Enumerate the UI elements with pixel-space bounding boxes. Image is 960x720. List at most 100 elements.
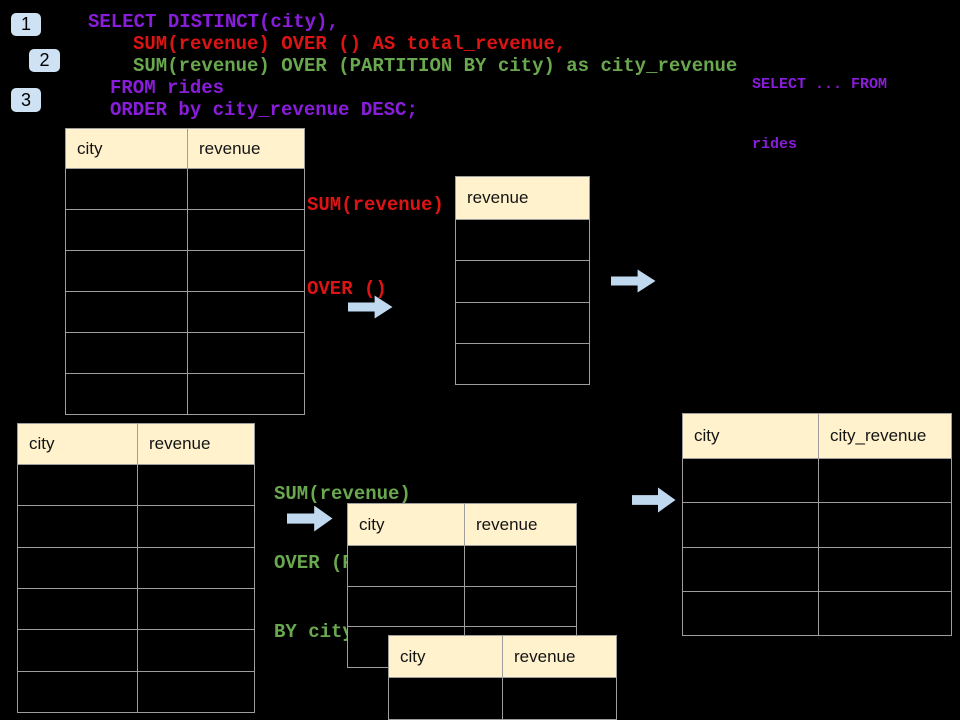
table-row — [348, 546, 576, 586]
table-partition-b-body — [389, 678, 616, 720]
table-cell — [683, 592, 818, 635]
sql-line-from: FROM rides — [110, 77, 225, 99]
table-cell — [66, 333, 187, 373]
annotation-total-line-2: OVER () — [307, 278, 387, 300]
sql-line-select: SELECT DISTINCT(city), — [88, 11, 339, 33]
table-row — [66, 332, 304, 373]
table-row — [18, 587, 254, 630]
table-row — [18, 546, 254, 588]
table-row — [683, 459, 951, 503]
table-city-result-header-row: city city_revenue — [683, 414, 951, 459]
table-source-bottom-header-row: city revenue — [18, 424, 254, 465]
table-row — [18, 670, 254, 712]
column-header-city: city — [29, 434, 55, 453]
table-cell — [66, 292, 187, 332]
step-badge-2: 2 — [29, 49, 60, 72]
side-note: SELECT ... FROM rides — [752, 35, 887, 195]
table-cell — [348, 587, 464, 627]
sql-line-city-revenue: SUM(revenue) OVER (PARTITION BY city) as… — [133, 55, 738, 77]
table-cell — [818, 547, 951, 591]
table-cell — [683, 459, 818, 502]
table-cell — [187, 251, 304, 291]
column-header-revenue: revenue — [137, 424, 254, 464]
table-cell — [456, 261, 589, 301]
annotation-total-revenue: SUM(revenue) OVER () — [307, 135, 444, 359]
arrow-right-icon — [611, 269, 656, 293]
table-cell — [818, 459, 951, 503]
column-header-revenue: revenue — [467, 188, 529, 207]
table-cell — [187, 292, 304, 332]
table-row — [456, 260, 589, 301]
table-row — [683, 590, 951, 635]
table-cell — [18, 548, 137, 588]
table-cell — [66, 169, 187, 209]
column-header-city: city — [694, 426, 720, 445]
table-cell — [137, 547, 254, 588]
table-source-bottom: city revenue — [17, 423, 255, 713]
table-cell — [18, 630, 137, 670]
table-cell — [18, 589, 137, 629]
table-source-top-header-row: city revenue — [66, 129, 304, 169]
column-header-city-revenue: city_revenue — [818, 414, 951, 458]
arrow-right-icon — [287, 505, 333, 532]
table-cell — [456, 220, 589, 260]
table-total-result-header-row: revenue — [456, 177, 589, 220]
side-note-line-2: rides — [752, 136, 798, 153]
table-cell — [187, 169, 304, 209]
table-row — [18, 505, 254, 547]
table-partition-a-header-row: city revenue — [348, 504, 576, 546]
table-cell — [137, 630, 254, 671]
table-row — [66, 209, 304, 250]
table-cell — [456, 344, 589, 384]
table-cell — [66, 251, 187, 291]
step-badge-1: 1 — [11, 13, 41, 36]
table-cell — [389, 678, 502, 719]
table-row — [683, 502, 951, 547]
table-cell — [66, 374, 187, 414]
table-row — [456, 342, 589, 384]
table-cell — [137, 465, 254, 506]
table-cell — [137, 671, 254, 712]
table-cell — [683, 548, 818, 591]
table-row — [456, 301, 589, 343]
table-cell — [66, 210, 187, 250]
column-header-revenue: revenue — [502, 636, 616, 677]
arrow-right-icon — [348, 295, 393, 319]
table-cell — [137, 588, 254, 630]
annotation-total-line-1: SUM(revenue) — [307, 194, 444, 216]
table-row — [683, 546, 951, 591]
table-cell — [187, 210, 304, 250]
table-source-top: city revenue — [65, 128, 305, 415]
table-row — [18, 465, 254, 506]
table-cell — [18, 465, 137, 505]
sql-line-order-by: ORDER by city_revenue DESC; — [110, 99, 418, 121]
table-row — [348, 585, 576, 627]
step-badge-2-label: 2 — [39, 50, 50, 70]
column-header-city: city — [359, 514, 385, 534]
table-cell — [464, 586, 576, 627]
table-city-result-body — [683, 459, 951, 635]
table-cell — [464, 546, 576, 586]
table-city-result: city city_revenue — [682, 413, 952, 636]
table-cell — [18, 672, 137, 712]
table-cell — [502, 678, 616, 719]
table-row — [389, 678, 616, 719]
table-cell — [187, 374, 304, 414]
table-cell — [18, 506, 137, 546]
table-row — [18, 629, 254, 671]
column-header-revenue: revenue — [464, 504, 576, 545]
table-partition-b-header-row: city revenue — [389, 636, 616, 678]
step-badge-1-label: 1 — [20, 14, 31, 34]
arrow-right-icon — [632, 487, 676, 513]
table-cell — [456, 303, 589, 343]
table-total-result-body — [456, 220, 589, 384]
table-cell — [187, 333, 304, 373]
step-badge-3-label: 3 — [20, 89, 31, 110]
step-badge-3: 3 — [11, 88, 41, 112]
table-source-bottom-body — [18, 465, 254, 712]
annotation-partition-line-1: SUM(revenue) — [274, 483, 411, 505]
table-row — [456, 220, 589, 260]
column-header-revenue: revenue — [187, 129, 304, 168]
side-note-line-1: SELECT ... FROM — [752, 76, 888, 93]
